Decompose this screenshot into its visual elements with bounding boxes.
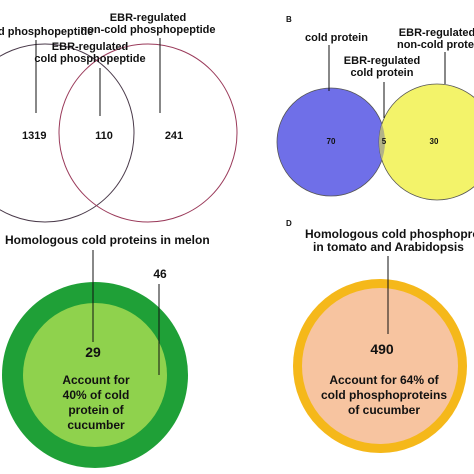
venn-b-label-right-line2: non-cold protei [397,39,474,51]
venn-b-label-middle-line2: cold protein [351,67,414,79]
panel-c-desc-line3: protein of [68,403,124,417]
venn-a-left-circle [0,43,135,223]
panel-c-desc-line4: cucumber [67,418,125,432]
venn-a-label-middle-line1: EBR-regulated [52,41,128,53]
panel-d-title-line2: in tomato and Arabidopsis [313,240,464,254]
panel-d-desc-line3: of cucumber [348,403,420,417]
panel-c-desc-line2: 40% of cold [63,388,130,402]
panel-d: D Homologous cold phosphoprot in tomato … [286,219,474,453]
panel-d-inner-circle [302,288,458,444]
panel-b: B cold protein EBR-regulated non-cold pr… [276,15,474,201]
panel-d-title-line1: Homologous cold phosphoprot [305,227,474,241]
venn-a-label-right-line1: EBR-regulated [110,12,186,24]
venn-a-label-left: d phosphopeptide [0,26,93,38]
panel-d-desc-line2: cold phosphoproteins [321,388,447,402]
venn-a-value-right: 241 [165,130,183,142]
panel-c-value-inner: 29 [85,344,101,360]
panel-d-value-inner: 490 [370,341,394,357]
panel-b-letter: B [286,15,292,24]
venn-b-value-overlap: 5 [382,137,387,146]
panel-c-title: Homologous cold proteins in melon [5,233,210,247]
panel-d-letter: D [286,219,292,228]
venn-b-right-circle [378,83,474,201]
panel-c-value-outer: 46 [153,267,167,281]
venn-a-label-middle-line2: cold phosphopeptide [34,53,145,65]
venn-b-label-left: cold protein [305,32,368,44]
venn-b-label-right-line1: EBR-regulated [399,27,474,39]
panel-c-desc-line1: Account for [62,373,130,387]
panel-c-inner-circle [23,303,167,447]
panel-a: d phosphopeptide EBR-regulated non-cold … [0,12,238,223]
venn-b-value-right: 30 [430,137,439,146]
venn-a-value-left: 1319 [22,130,46,142]
venn-a-value-overlap: 110 [95,130,113,142]
panel-c: Homologous cold proteins in melon 46 29 … [2,233,210,468]
venn-a-label-right-line2: non-cold phosphopeptide [80,24,215,36]
panel-d-desc-line1: Account for 64% of [329,373,439,387]
venn-b-value-left: 70 [327,137,336,146]
venn-b-label-middle-line1: EBR-regulated [344,55,420,67]
venn-a-right-circle [58,43,238,223]
